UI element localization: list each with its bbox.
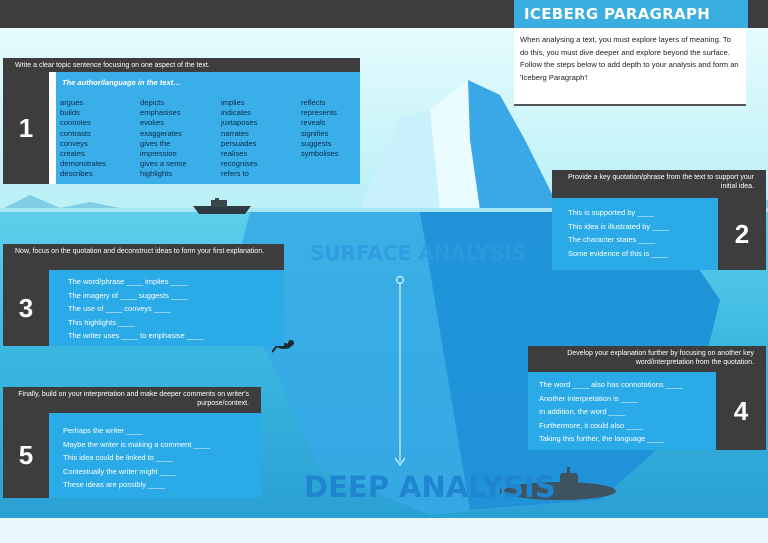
- step2-number: 2: [718, 198, 766, 270]
- word-item: represents: [301, 108, 337, 118]
- step3-heading: Now, focus on the quotation and deconstr…: [3, 244, 284, 270]
- submarine-icon: [500, 467, 616, 500]
- step3-number: 3: [3, 270, 49, 346]
- word-item: reveals: [301, 118, 326, 128]
- stem-line: Contextually the writer might ____: [63, 466, 177, 476]
- word-item: gives the: [140, 138, 171, 148]
- step1-word-box: The author/language in the text… argues …: [56, 72, 360, 184]
- word-item: indicates: [221, 108, 251, 118]
- step4-number: 4: [716, 372, 766, 450]
- stem-line: Some evidence of this is ____: [568, 248, 669, 258]
- word-item: gives a sense: [140, 159, 187, 169]
- stem-line: In addition, the word ____: [539, 407, 626, 416]
- word-item: impression: [140, 149, 177, 159]
- surface-analysis-label: SURFACE ANALYSIS: [310, 241, 527, 265]
- word-item: demonstrates: [60, 159, 107, 169]
- word-item: conveys: [60, 138, 88, 148]
- word-item: contrasts: [60, 128, 91, 138]
- stem-line: These ideas are possibly ____: [63, 480, 165, 489]
- word-item: narrates: [221, 128, 249, 138]
- page-title: ICEBERG PARAGRAPH: [524, 5, 711, 23]
- boat-icon: [193, 198, 251, 214]
- word-item: implies: [221, 98, 245, 107]
- word-item: persuades: [221, 138, 257, 148]
- word-item: highlights: [140, 169, 173, 179]
- step5-stems: Perhaps the writer ____ Maybe the writer…: [49, 413, 261, 498]
- word-item: emphasises: [140, 108, 181, 118]
- step1-words-title: The author/language in the text…: [62, 78, 181, 87]
- step1-number: 1: [3, 72, 49, 184]
- word-item: creates: [60, 149, 85, 159]
- word-item: exaggerates: [140, 128, 182, 138]
- word-item: signifies: [301, 128, 329, 138]
- deep-analysis-label: DEEP ANALYSIS: [304, 470, 556, 504]
- stem-line: This idea is illustrated by ____: [568, 221, 669, 231]
- word-item: argues: [60, 98, 84, 107]
- word-item: builds: [60, 108, 80, 118]
- step5-heading: Finally, build on your interpretation an…: [3, 387, 261, 413]
- word-item: describes: [60, 169, 93, 179]
- stem-line: The character states ____: [568, 235, 656, 244]
- stem-line: The use of ____ conveys ____: [68, 304, 171, 313]
- word-column-2: depicts emphasises evokes exaggerates gi…: [140, 98, 186, 180]
- step4-heading: Develop your explanation further by focu…: [528, 346, 766, 372]
- stem-line: Maybe the writer is making a comment ___…: [63, 439, 211, 449]
- word-item: connotes: [60, 118, 91, 128]
- word-item: evokes: [140, 118, 165, 128]
- stem-line: The imagery of ____ suggests ____: [68, 290, 188, 300]
- word-item: realises: [221, 149, 248, 159]
- stem-line: Another interpretation is ____: [539, 393, 638, 403]
- word-column-3: implies indicates juxtaposes narrates pe…: [221, 98, 258, 180]
- sea-floor: [0, 518, 768, 543]
- word-item: depicts: [140, 98, 165, 107]
- step4-stems: The word ____ also has connotations ____…: [528, 372, 716, 450]
- word-item: symbolises: [301, 149, 339, 159]
- word-column-1: argues builds connotes contrasts conveys…: [60, 98, 106, 180]
- word-item: reflects: [301, 98, 326, 107]
- stem-line: The word ____ also has connotations ____: [539, 380, 683, 389]
- word-item: suggests: [301, 138, 332, 148]
- stem-line: The writer uses ____ to emphasise ____: [68, 331, 204, 340]
- step5-number: 5: [3, 413, 49, 498]
- stem-line: Furthermore, it could also ____: [539, 420, 643, 430]
- stem-line: The word/phrase ____ implies ____: [68, 277, 188, 286]
- word-column-4: reflects represents reveals signifies su…: [301, 98, 339, 159]
- title-banner: [514, 0, 748, 28]
- stem-line: This idea could be linked to ____: [63, 453, 173, 462]
- word-item: juxtaposes: [221, 118, 258, 128]
- word-item: recognises: [221, 159, 258, 169]
- stem-line: Taking this further, the language ____: [539, 434, 665, 443]
- stem-line: This is supported by ____: [568, 208, 654, 217]
- word-item: refers to: [221, 169, 249, 179]
- step3-stems: The word/phrase ____ implies ____ The im…: [49, 270, 284, 346]
- stem-line: This highlights ____: [68, 317, 135, 327]
- step2-heading: Provide a key quotation/phrase from the …: [552, 170, 766, 198]
- step2-stems: This is supported by ____ This idea is i…: [552, 198, 718, 270]
- step1-heading: Write a clear topic sentence focusing on…: [3, 58, 360, 72]
- stem-line: Perhaps the writer ____: [63, 426, 143, 435]
- intro-text: When analysing a text, you must explore …: [514, 28, 746, 106]
